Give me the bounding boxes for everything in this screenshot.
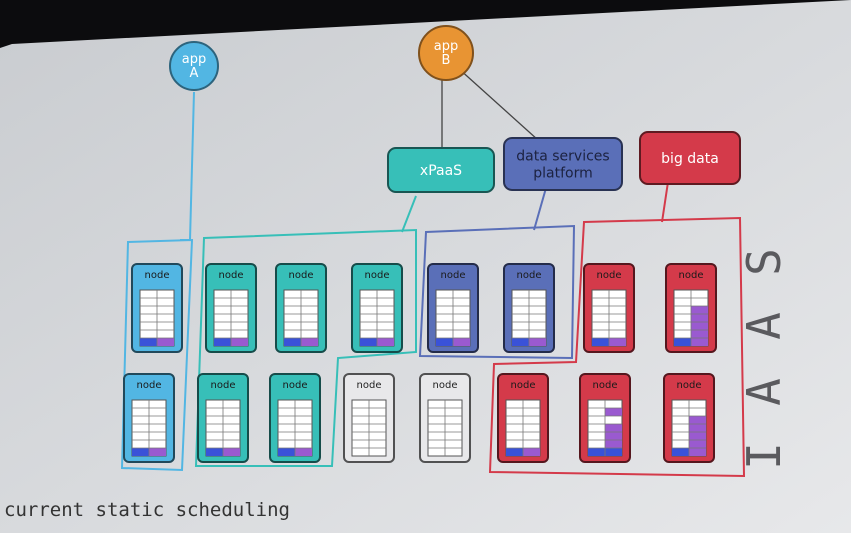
node-label: node bbox=[211, 380, 236, 391]
node-label: node bbox=[597, 270, 622, 281]
node-card: node bbox=[419, 373, 471, 463]
node-label: node bbox=[283, 380, 308, 391]
node-card: node bbox=[503, 263, 555, 353]
data-services-label-1: platform bbox=[533, 166, 593, 182]
app-b-label-1: B bbox=[442, 53, 451, 68]
node-label: node bbox=[441, 270, 466, 281]
node-card: node bbox=[351, 263, 403, 353]
bigdata-connector bbox=[661, 181, 669, 223]
node-label: node bbox=[357, 380, 382, 391]
xpaas-box: xPaaS bbox=[387, 147, 495, 193]
app-a-label-1: A bbox=[190, 66, 199, 81]
footer-caption: current static scheduling bbox=[4, 499, 290, 521]
node-label: node bbox=[365, 270, 390, 281]
node-card: node bbox=[427, 263, 479, 353]
node-grid: node node node node node node node node node node… bbox=[123, 263, 717, 463]
node-card: node bbox=[197, 373, 249, 463]
node-label: node bbox=[219, 270, 244, 281]
data-connector bbox=[533, 187, 547, 231]
node-label: node bbox=[433, 380, 458, 391]
node-card: node bbox=[663, 373, 715, 463]
iaas-letter: A bbox=[737, 312, 791, 340]
node-label: node bbox=[145, 270, 170, 281]
node-card: node bbox=[205, 263, 257, 353]
big-data-box: big data bbox=[639, 131, 741, 185]
node-label: node bbox=[679, 270, 704, 281]
node-label: node bbox=[517, 270, 542, 281]
node-card: node bbox=[131, 263, 183, 353]
node-card: node bbox=[583, 263, 635, 353]
node-label: node bbox=[289, 270, 314, 281]
xpaas-group-outline bbox=[194, 228, 417, 467]
node-label: node bbox=[677, 380, 702, 391]
node-card: node bbox=[123, 373, 175, 463]
iaas-letter: A bbox=[737, 378, 791, 406]
bigdata-group-outline bbox=[488, 216, 746, 478]
data-group-outline bbox=[418, 224, 576, 360]
data-services-label-0: data services bbox=[516, 149, 609, 165]
xpaas-connector bbox=[401, 195, 417, 233]
app-b-label-0: app bbox=[434, 39, 458, 54]
node-label: node bbox=[593, 380, 618, 391]
node-card: node bbox=[269, 373, 321, 463]
app-a-label-0: app bbox=[182, 52, 206, 67]
node-label: node bbox=[137, 380, 162, 391]
node-label: node bbox=[511, 380, 536, 391]
iaas-label: I A A S bbox=[737, 248, 791, 470]
node-card: node bbox=[343, 373, 395, 463]
iaas-letter: I bbox=[737, 442, 791, 470]
appB-to-data-line bbox=[457, 67, 539, 141]
iaas-letter: S bbox=[737, 248, 791, 276]
node-card: node bbox=[275, 263, 327, 353]
xpaas-label-0: xPaaS bbox=[420, 163, 462, 179]
big-data-label-0: big data bbox=[661, 151, 719, 167]
node-card: node bbox=[579, 373, 631, 463]
node-card: node bbox=[665, 263, 717, 353]
node-card: node bbox=[497, 373, 549, 463]
